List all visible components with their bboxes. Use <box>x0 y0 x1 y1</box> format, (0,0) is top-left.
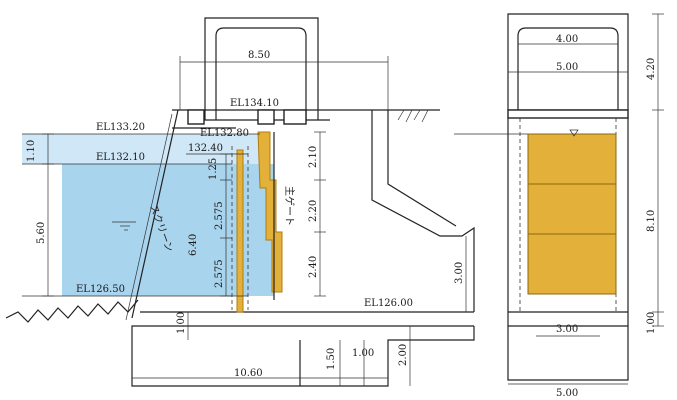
front-dim-5-00-bottom: 5.00 <box>556 388 578 399</box>
deck-block-3 <box>283 109 307 125</box>
front-gate-panel-2 <box>527 183 617 235</box>
front-dim-1-00: 1.00 <box>646 312 657 334</box>
dim-label-2-575-b: 2.575 <box>214 259 225 288</box>
dim-screen-vertical <box>220 153 232 297</box>
front-dims <box>508 13 664 385</box>
el-label-134-10: EL134.10 <box>230 98 279 109</box>
el-label-132-10: EL132.10 <box>96 152 145 163</box>
front-view <box>454 13 629 381</box>
floor-slab <box>131 311 475 387</box>
front-dim-8-10: 8.10 <box>646 210 657 232</box>
screen-slope-line-inner <box>125 113 173 321</box>
dim-label-1-25: 1.25 <box>208 158 219 180</box>
el-label-126-00: EL126.00 <box>364 298 413 309</box>
ground-hatch-right <box>388 109 440 123</box>
main-gate-leaf <box>257 131 283 293</box>
dim-label-8-50: 8.50 <box>248 50 270 61</box>
dim-label-1-00-b: 1.00 <box>352 348 374 359</box>
deck-block-1 <box>187 109 205 125</box>
main-gate-label: 主ゲート <box>283 186 295 226</box>
front-deck <box>507 109 629 119</box>
dim-label-10-60: 10.60 <box>234 368 263 379</box>
dim-label-2-00: 2.00 <box>398 344 409 366</box>
front-dim-4-20: 4.20 <box>646 58 657 80</box>
el-label-132-80: EL132.80 <box>200 128 249 139</box>
dim-label-3-00: 3.00 <box>454 262 465 284</box>
dim-label-2-575-a: 2.575 <box>214 201 225 230</box>
dim-label-2-40: 2.40 <box>308 256 319 278</box>
dim-bottom <box>132 312 411 386</box>
deck <box>172 109 388 129</box>
dim-label-5-60: 5.60 <box>36 222 47 244</box>
screen-slope-line <box>131 109 179 319</box>
screen-rack <box>231 146 249 313</box>
front-dim-5-00-top: 5.00 <box>556 62 578 73</box>
el-label-126-50: EL126.50 <box>76 284 125 295</box>
dim-label-6-40: 6.40 <box>188 234 199 256</box>
water-surface-symbol <box>112 221 136 231</box>
dim-label-1-10: 1.10 <box>26 140 37 162</box>
dim-label-2-10: 2.10 <box>308 146 319 168</box>
dim-8-50 <box>179 56 389 110</box>
dim-label-1-50: 1.50 <box>326 348 337 370</box>
deck-block-2 <box>257 109 275 125</box>
water-level-icon <box>569 129 579 137</box>
screen-bar <box>236 149 244 313</box>
downstream-wall <box>371 110 475 312</box>
front-gate-panel-3 <box>527 233 617 295</box>
front-gate-panel-1 <box>527 133 617 185</box>
dim-label-2-20: 2.20 <box>308 200 319 222</box>
dim-label-1-00: 1.00 <box>176 312 187 334</box>
front-dim-3-00: 3.00 <box>556 324 578 335</box>
el-label-133-20: EL133.20 <box>96 122 145 133</box>
front-dim-4-00: 4.00 <box>556 34 578 45</box>
dim-left-vertical <box>42 133 54 297</box>
dim-gate-vertical <box>314 131 326 297</box>
ground-hatch-left <box>5 299 139 323</box>
water-upper-band <box>22 134 260 164</box>
el-label-132-40: 132.40 <box>188 143 223 154</box>
